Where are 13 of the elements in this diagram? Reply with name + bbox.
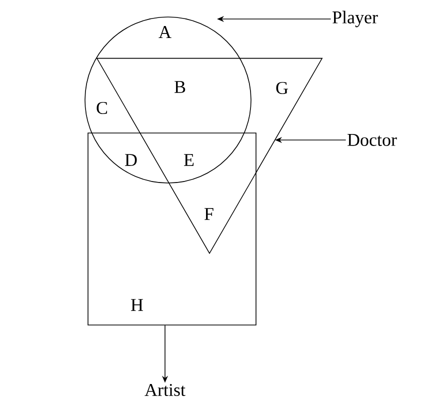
region-letter: G bbox=[276, 82, 288, 94]
square-shape bbox=[88, 132, 256, 326]
set-label: Player bbox=[332, 10, 378, 28]
region-letter: C bbox=[96, 102, 107, 114]
region-letter: B bbox=[174, 81, 186, 93]
set-label: Doctor bbox=[348, 134, 397, 146]
region-letter: D bbox=[125, 154, 137, 166]
region-letter: E bbox=[184, 154, 194, 166]
set-label: Artist bbox=[144, 384, 186, 396]
region-letter: A bbox=[158, 26, 172, 38]
region-letter: F bbox=[204, 208, 214, 220]
region-letter: H bbox=[131, 299, 143, 311]
circle-shape bbox=[84, 16, 252, 184]
